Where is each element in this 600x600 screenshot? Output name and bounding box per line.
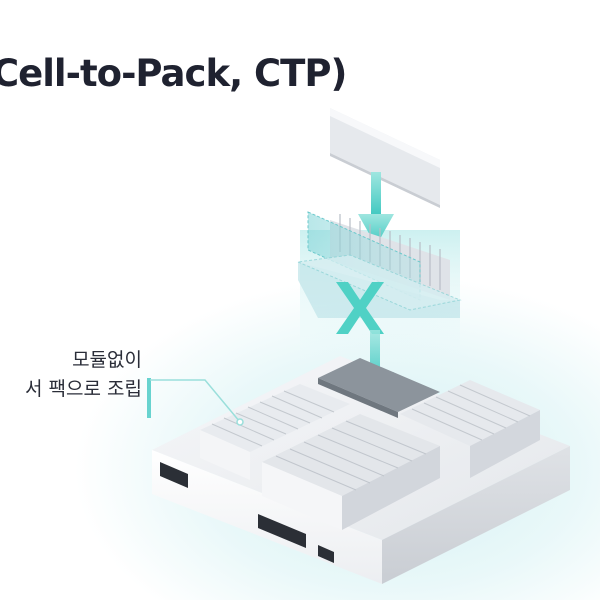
connector-slot-2 <box>258 514 306 548</box>
connector-slot-3 <box>318 545 334 563</box>
connector-slot-1 <box>160 462 188 488</box>
down-arrow-icon <box>358 172 394 246</box>
diagram-title: Cell-to-Pack, CTP) <box>0 52 347 95</box>
caption-line-2: 서 팩으로 조립 <box>25 378 142 400</box>
module-cover <box>330 108 440 208</box>
caption-line-1: 모듈없이 <box>72 349 142 371</box>
cell-block-center <box>262 414 440 530</box>
callout-line <box>150 379 241 423</box>
caption-accent-bar <box>147 378 151 418</box>
cell-block-left <box>200 384 350 480</box>
battery-pack-tray <box>152 356 570 584</box>
caption-text: 모듈없이 서 팩으로 조립 <box>25 346 142 404</box>
x-mark-icon <box>336 282 384 334</box>
cell-block-right <box>400 380 540 478</box>
callout-dot <box>236 418 244 426</box>
